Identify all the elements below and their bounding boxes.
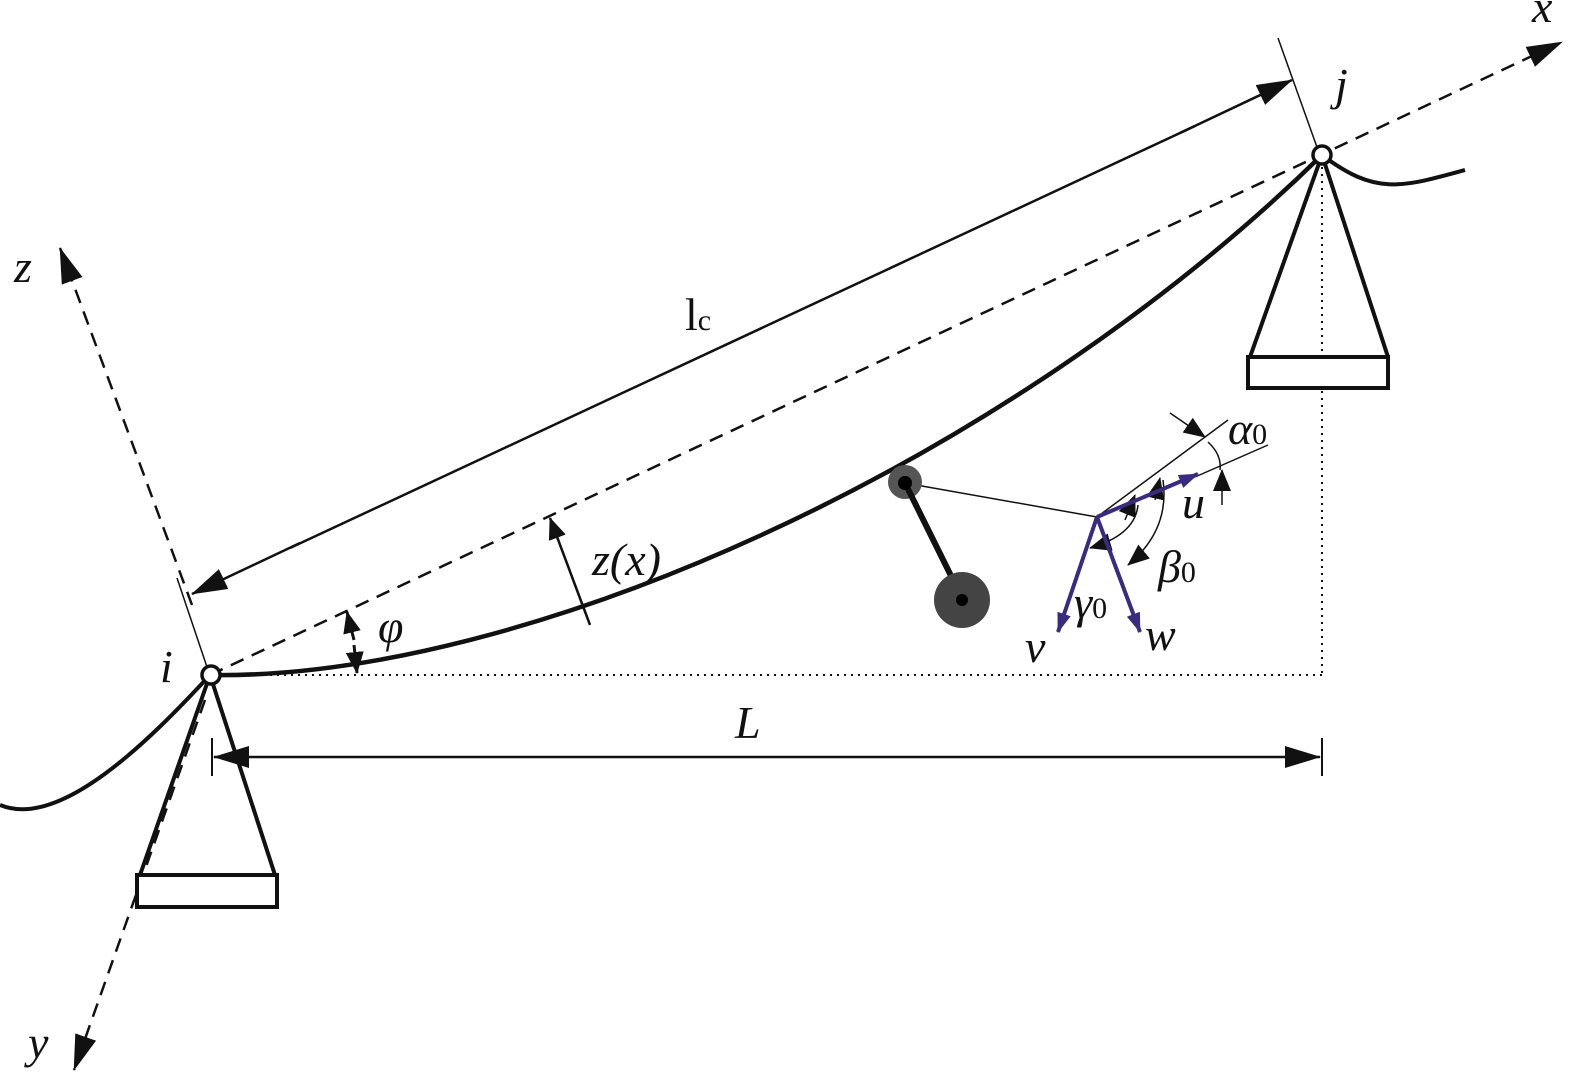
node-j-hinge — [1311, 144, 1333, 166]
mass-center — [956, 594, 968, 606]
lc-extension-i — [176, 577, 209, 671]
mass-tether — [904, 482, 1098, 518]
alpha-reference-line — [1096, 419, 1229, 518]
beta-label: β0 — [1157, 541, 1196, 592]
lc-dimension-line — [289, 124, 1196, 550]
x-axis — [209, 40, 1563, 677]
support-i — [135, 674, 279, 909]
y-axis-label: y — [24, 1017, 49, 1068]
phi-arrow-up — [343, 611, 361, 641]
alpha-arrow — [1169, 412, 1206, 438]
w-vector — [1095, 516, 1142, 633]
cable-left-extension — [0, 673, 212, 812]
support-j — [1246, 154, 1390, 390]
u-reference-line — [1194, 444, 1269, 478]
node-j-label: j — [1330, 59, 1348, 110]
gamma-label: γ0 — [1074, 577, 1107, 628]
w-label: w — [1145, 609, 1176, 660]
beta-arrow-up — [1146, 477, 1165, 501]
u-label: u — [1182, 477, 1205, 528]
sag-arrow — [548, 517, 592, 626]
inclination-label: φ — [378, 601, 403, 652]
span-label: L — [734, 697, 761, 748]
alpha-arc — [1207, 441, 1221, 471]
z-axis — [58, 247, 194, 606]
alpha-label: α0 — [1228, 403, 1267, 454]
mass-joint-center — [898, 476, 912, 490]
v-label: v — [1025, 621, 1046, 672]
chord-length-label: lc — [685, 289, 711, 340]
x-axis-label: x — [1531, 0, 1553, 32]
node-i-hinge — [200, 664, 222, 686]
sag-label: z(x) — [591, 534, 661, 585]
gamma-arrow-up — [1118, 494, 1136, 521]
v-vector — [1056, 516, 1099, 633]
phi-arrow-down — [345, 644, 364, 674]
lc-extension-j — [1277, 37, 1319, 151]
u-vector — [1096, 472, 1199, 519]
z-axis-label: z — [13, 241, 32, 292]
lc-arrow-i — [191, 541, 301, 596]
cable-right-extension — [1320, 153, 1466, 187]
gamma-arc — [1089, 504, 1139, 551]
lc-arrow-j — [1179, 78, 1293, 135]
node-i-label: i — [160, 641, 173, 692]
